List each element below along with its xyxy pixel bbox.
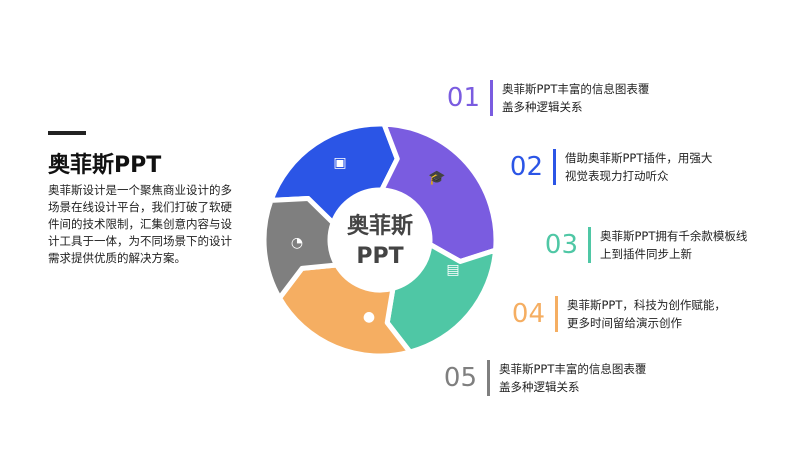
graduation-cap-icon: 🎓 [428,170,446,186]
title-accent-bar [48,131,86,135]
item-text: 奥菲斯PPT，科技为创作赋能，更多时间留给演示创作 [567,298,726,330]
item-number: 05 [443,363,477,393]
item-number: 04 [511,299,545,329]
presentation-icon: ▣ [333,155,347,171]
list-item-01: 01 奥菲斯PPT丰富的信息图表覆盖多种逻辑关系 [440,80,649,116]
item-number: 01 [446,83,480,113]
center-label-line1: 奥菲斯 [346,214,413,239]
page-title: 奥菲斯PPT [48,153,162,178]
chat-icon: ● [362,309,376,325]
item-divider [487,360,490,396]
item-divider [588,227,591,263]
item-divider [490,80,493,116]
user-card-icon: ▤ [446,262,460,278]
list-item-03: 03 奥菲斯PPT拥有千余款模板线上到插件同步上新 [538,227,747,263]
item-text: 奥菲斯PPT丰富的信息图表覆盖多种逻辑关系 [502,82,650,114]
item-text: 奥菲斯PPT丰富的信息图表覆盖多种逻辑关系 [499,362,647,394]
list-item-05: 05 奥菲斯PPT丰富的信息图表覆盖多种逻辑关系 [437,360,646,396]
item-divider [555,296,558,332]
list-item-04: 04 奥菲斯PPT，科技为创作赋能，更多时间留给演示创作 [505,296,726,332]
pie-chart-icon: ◔ [290,235,304,251]
item-number: 02 [509,152,543,182]
item-divider [553,149,556,185]
list-item-02: 02 借助奥菲斯PPT插件，用强大视觉表现力打动听众 [503,149,712,185]
center-label-line2: PPT [356,244,404,269]
item-text: 奥菲斯PPT拥有千余款模板线上到插件同步上新 [600,229,748,261]
page-description: 奥菲斯设计是一个聚焦商业设计的多场景在线设计平台，我们打破了软硬件间的技术限制，… [48,183,232,265]
center-circle [330,190,430,290]
item-text: 借助奥菲斯PPT插件，用强大视觉表现力打动听众 [565,151,713,183]
center-label: 奥菲斯 PPT [330,212,430,272]
item-number: 03 [544,230,578,260]
